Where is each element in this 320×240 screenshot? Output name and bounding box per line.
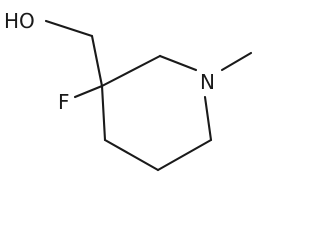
bond-c6-c5 bbox=[156, 138, 213, 172]
bond-n-methyl bbox=[220, 51, 253, 72]
bond-ch2-c3 bbox=[90, 34, 104, 88]
bond-o-ch2 bbox=[44, 19, 94, 38]
molecule-diagram: HO F N bbox=[4, 9, 253, 172]
bond-c3-c2 bbox=[100, 54, 162, 88]
bond-c2-n bbox=[158, 54, 198, 72]
bond-n-c6 bbox=[203, 95, 213, 142]
structure-canvas: HO F N bbox=[4, 9, 253, 172]
nitrogen-label: N bbox=[200, 70, 215, 94]
bond-f-c3 bbox=[73, 84, 104, 99]
bond-c4-c3 bbox=[100, 84, 107, 142]
fluorine-label: F bbox=[58, 90, 70, 114]
hydroxyl-label: HO bbox=[4, 9, 35, 33]
bond-c5-c4 bbox=[103, 138, 160, 172]
